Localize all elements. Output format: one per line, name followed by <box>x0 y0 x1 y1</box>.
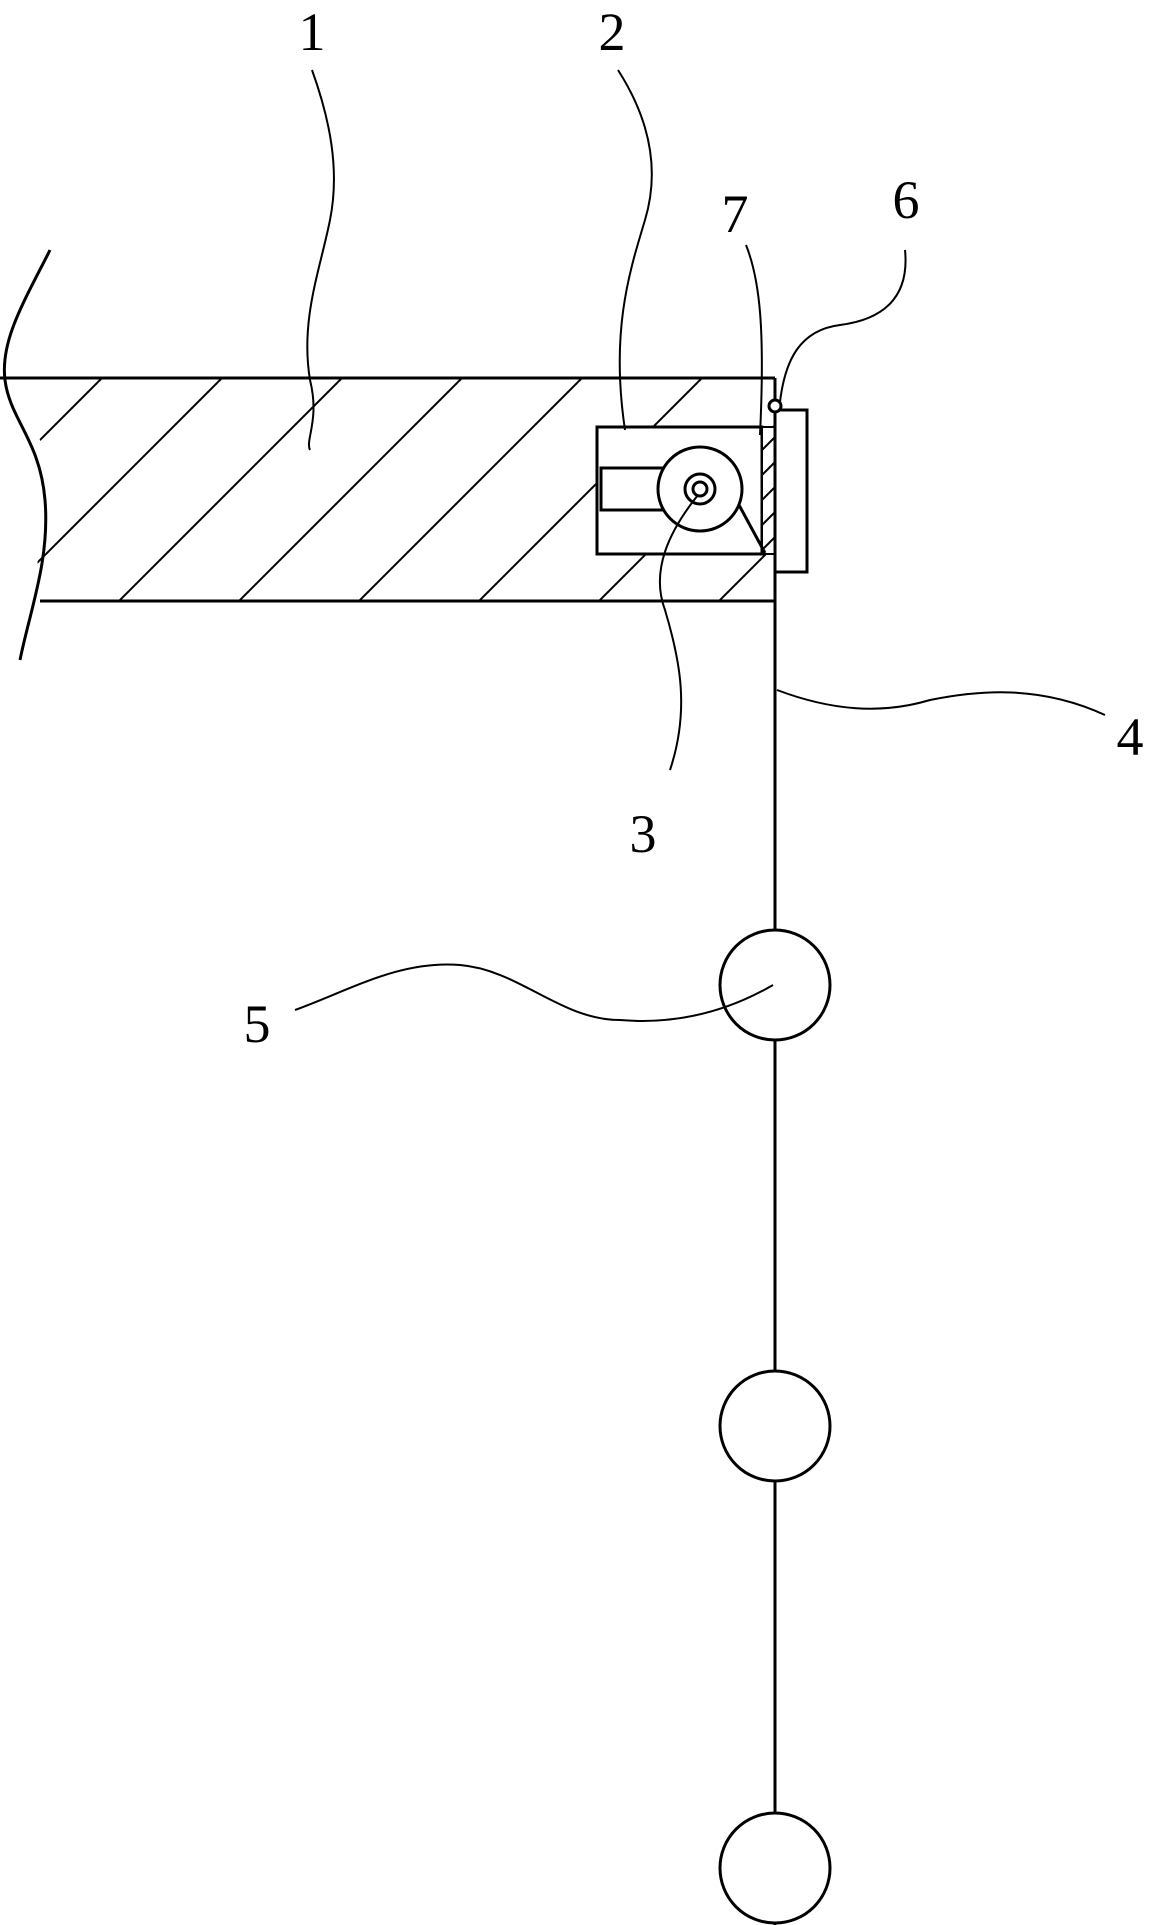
hinge-pin <box>767 398 783 414</box>
rope-segment-reel <box>737 504 767 554</box>
ball-1 <box>718 928 832 1042</box>
label-5: 5 <box>244 994 271 1054</box>
side-plate <box>773 408 809 574</box>
leader-5 <box>294 963 774 1022</box>
label-4: 4 <box>1117 707 1144 767</box>
break-line <box>2 249 52 661</box>
balls-part-5 <box>718 928 832 1925</box>
leader-6 <box>779 249 907 403</box>
ball-2 <box>718 1369 832 1483</box>
label-7: 7 <box>722 184 749 244</box>
reel-part-3 <box>656 445 744 533</box>
ball-3 <box>718 1811 832 1925</box>
label-6: 6 <box>893 170 920 230</box>
plate-part-6 <box>767 398 809 574</box>
block-part-7 <box>761 426 776 555</box>
label-1: 1 <box>299 2 326 62</box>
leader-1 <box>306 69 335 451</box>
label-2: 2 <box>599 2 626 62</box>
leader-4 <box>776 689 1106 716</box>
block-7-rect <box>761 426 776 555</box>
label-3: 3 <box>630 804 657 864</box>
part-labels: 1 2 3 4 5 6 7 <box>244 2 1144 1054</box>
leader-7 <box>745 244 763 436</box>
leader-2 <box>617 69 653 431</box>
leader-3 <box>658 494 699 771</box>
reel-axle <box>691 480 709 498</box>
leader-lines <box>294 69 1106 1022</box>
